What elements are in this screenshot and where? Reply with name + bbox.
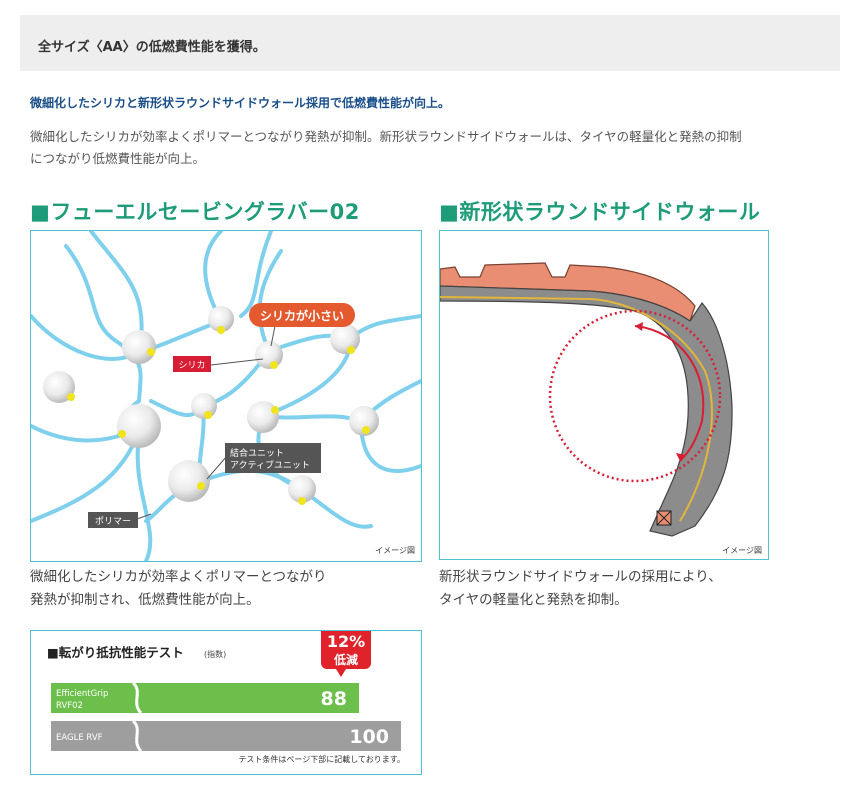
sidewall-caption-line1: 新形状ラウンドサイドウォールの採用により、 — [439, 569, 722, 585]
rubber-caption: 微細化したシリカが効率よくポリマーとつながり 発熱が抑制され、低燃費性能が向上。 — [30, 566, 326, 612]
silica-particle — [288, 475, 316, 503]
bar-label: EfficientGrip — [56, 689, 108, 699]
silica-small-label: シリカが小さい — [260, 308, 344, 323]
rubber-section-title: ■フューエルセービングラバー02 — [30, 200, 360, 224]
bond-unit — [118, 430, 126, 438]
bond-unit — [147, 348, 155, 356]
silica-badge — [173, 356, 211, 372]
rubber-caption-line1: 微細化したシリカが効率よくポリマーとつながり — [30, 569, 327, 585]
bar — [51, 721, 401, 751]
arrow-head-bottom — [676, 453, 686, 461]
silica-particle — [191, 393, 217, 419]
polymer-chains — [29, 229, 423, 563]
silica-particle — [247, 401, 279, 433]
badge-pointer — [336, 669, 346, 677]
deformation-arrow — [634, 325, 705, 462]
test-title: ■転がり抵抗性能テスト — [47, 645, 184, 660]
sidewall-section-title: ■新形状ラウンドサイドウォール — [439, 200, 761, 224]
banner-title: 全サイズ〈AA〉の低燃費性能を獲得。 — [38, 40, 266, 55]
rubber-illustration-panel: シリカが小さい シリカ 結合ユニット アクティブユニット ポリマー イメージ図 — [29, 229, 423, 563]
silica-particle — [349, 406, 379, 436]
silica-particle — [168, 460, 210, 502]
intro-body-line2: につながり低燃費性能が向上。 — [30, 151, 206, 166]
image-note: イメージ図 — [375, 546, 415, 555]
test-note: テスト条件はページ下部に記載しております。 — [238, 754, 405, 764]
test-title-suffix: (指数) — [204, 649, 226, 659]
rolling-resistance-chart: ■転がり抵抗性能テスト (指数) 12% 低減 EfficientGripRVF… — [47, 625, 405, 764]
bar-value: 88 — [321, 688, 347, 710]
bond-unit — [271, 406, 279, 414]
intro-body: 微細化したシリカが効率よくポリマーとつながり発熱が抑制。新形状ラウンドサイドウォ… — [30, 126, 840, 170]
bar-label: EAGLE RVF — [56, 733, 103, 743]
silica-small-badge — [249, 303, 355, 327]
bond-unit — [204, 411, 212, 419]
top-banner — [20, 15, 840, 71]
polymer-silica-diagram: シリカが小さい シリカ 結合ユニット アクティブユニット ポリマー イメージ図 — [29, 229, 423, 563]
bond-unit — [270, 361, 278, 369]
silica-particle — [330, 324, 360, 354]
bar-break — [131, 681, 143, 715]
bead-cross — [656, 510, 672, 526]
reduction-badge — [321, 625, 371, 669]
bond-unit — [347, 346, 355, 354]
ply-line — [439, 296, 713, 522]
sidewall — [439, 285, 733, 537]
silica-particle — [208, 306, 234, 332]
bond-unit — [217, 326, 225, 334]
callout-line — [270, 325, 276, 347]
bar-label: RVF02 — [56, 701, 83, 711]
silica-particles — [43, 306, 379, 503]
bond-unit — [362, 426, 370, 434]
reduction-percent: 12% — [327, 632, 365, 651]
callout-line — [136, 513, 152, 520]
intro-heading: 微細化したシリカと新形状ラウンドサイドウォール採用で低燃費性能が向上。 — [30, 96, 451, 110]
bond-unit-badge — [225, 443, 321, 473]
callout-line — [206, 455, 228, 480]
polymer-badge — [88, 512, 138, 528]
silica-particle — [117, 404, 161, 448]
intro-body-line1: 微細化したシリカが効率よくポリマーとつながり発熱が抑制。新形状ラウンドサイドウォ… — [30, 129, 742, 144]
bond-unit-label: 結合ユニット — [230, 447, 284, 459]
polymer-label: ポリマー — [95, 516, 131, 527]
reduction-text: 低減 — [333, 652, 358, 667]
bar — [51, 683, 359, 713]
callout-line — [210, 358, 264, 366]
bond-unit — [67, 393, 75, 401]
deformation-circle — [548, 309, 722, 483]
image-note: イメージ図 — [722, 546, 762, 555]
silica-label: シリカ — [178, 360, 205, 371]
sidewall-caption: 新形状ラウンドサイドウォールの採用により、 タイヤの軽量化と発熱を抑制。 — [439, 566, 722, 612]
bar-break — [131, 719, 143, 753]
arrow-head-top — [635, 322, 643, 331]
bond-unit — [298, 497, 306, 505]
active-unit-label: アクティブユニット — [230, 459, 310, 471]
bar-value: 100 — [349, 726, 389, 748]
sidewall-caption-line2: タイヤの軽量化と発熱を抑制。 — [439, 592, 628, 608]
bond-unit — [197, 482, 205, 490]
tire-cross-section: イメージ図 — [439, 262, 762, 555]
silica-particle — [122, 330, 156, 364]
rubber-caption-line2: 発熱が抑制され、低燃費性能が向上。 — [30, 592, 260, 608]
bond-units — [67, 326, 370, 505]
sidewall-illustration-panel: イメージ図 — [439, 230, 769, 560]
silica-particle — [255, 341, 283, 369]
silica-particle — [43, 371, 75, 403]
